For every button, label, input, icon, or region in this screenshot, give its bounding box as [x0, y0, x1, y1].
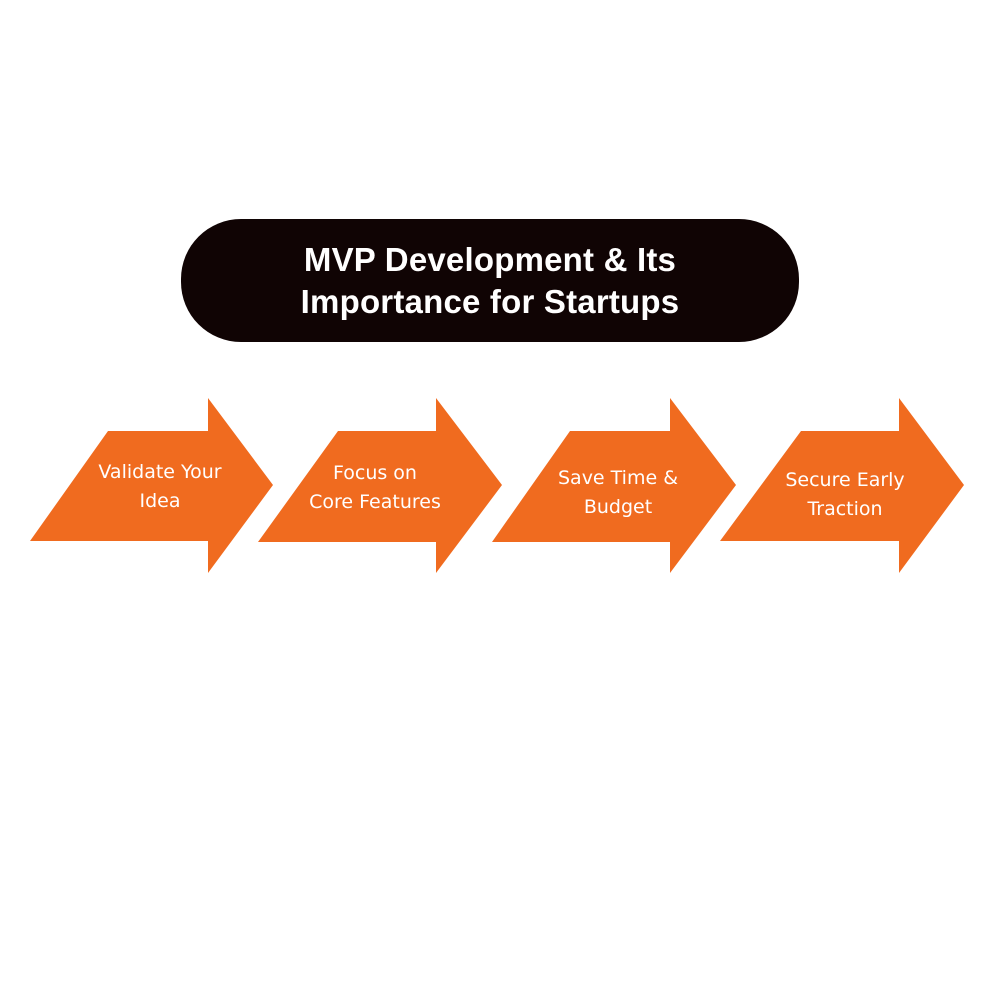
title-banner: MVP Development & Its Importance for Sta… [181, 219, 799, 342]
arrow-shape-3 [492, 398, 736, 573]
step-4-line-1: Secure Early [785, 469, 905, 491]
arrow-shape-1 [30, 398, 273, 573]
step-4-label: Secure Early Traction [755, 466, 935, 524]
arrow-shape-2 [258, 398, 502, 573]
arrow-shape-4 [720, 398, 964, 573]
title-line-2: Importance for Startups [300, 282, 680, 320]
step-3-label: Save Time & Budget [528, 464, 708, 522]
step-3-line-1: Save Time & [557, 467, 679, 489]
step-1-line-1: Validate Your [98, 461, 222, 483]
step-2-line-2: Core Features [309, 491, 441, 513]
step-4-line-2: Traction [807, 498, 883, 520]
step-2-line-1: Focus on [333, 462, 417, 484]
step-1-line-2: Idea [139, 490, 181, 512]
step-2-label: Focus on Core Features [285, 459, 465, 517]
step-1-label: Validate Your Idea [70, 458, 250, 516]
step-3-line-2: Budget [583, 496, 653, 518]
title-line-1: MVP Development & Its [303, 240, 677, 278]
